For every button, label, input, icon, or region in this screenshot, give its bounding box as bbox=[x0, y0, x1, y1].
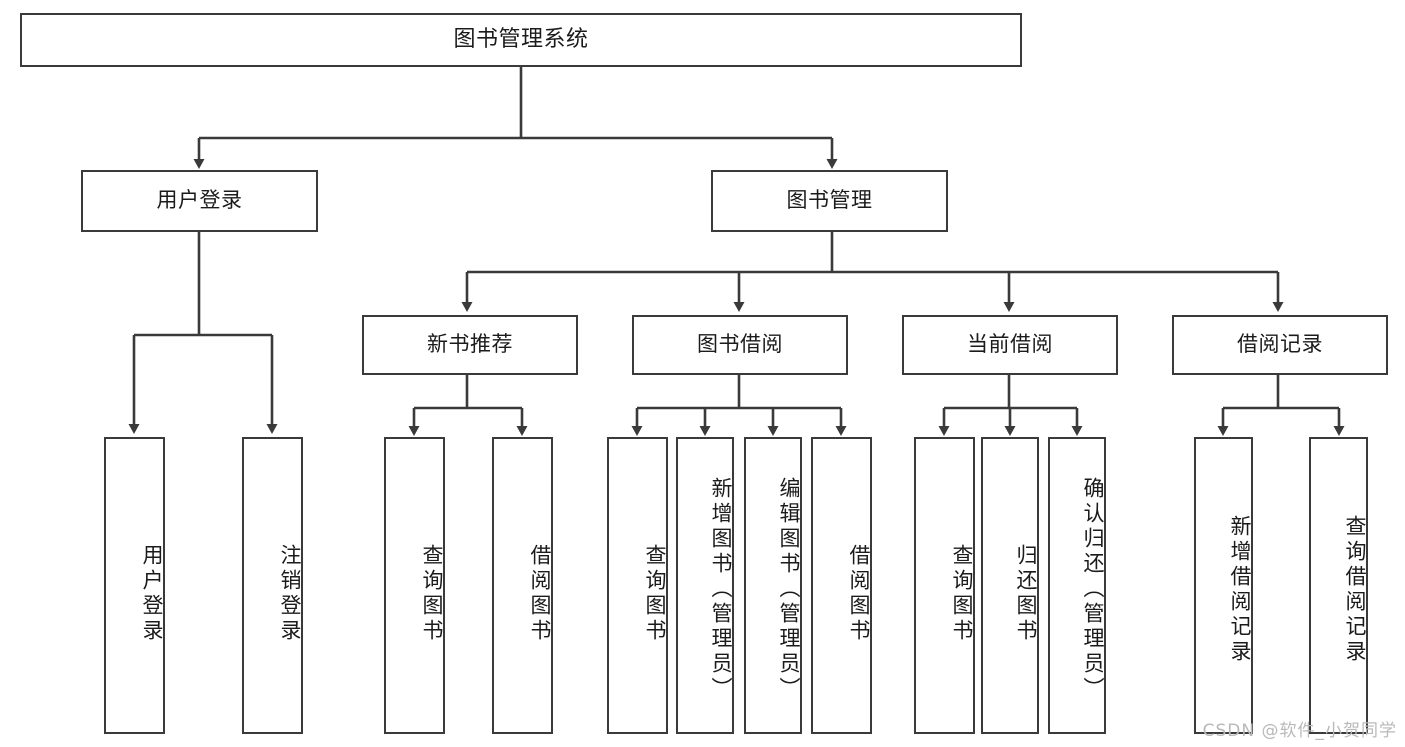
leaf-new-book-query-book[interactable]: 查询图书 bbox=[384, 437, 445, 734]
leaf-current-borrow-confirm-return-admin[interactable]: 确认归还（管理员） bbox=[1048, 437, 1106, 734]
node-current-borrow[interactable]: 当前借阅 bbox=[902, 315, 1118, 375]
node-user-login[interactable]: 用户登录 bbox=[81, 170, 318, 232]
leaf-user-login-logout[interactable]: 注销登录 bbox=[242, 437, 303, 734]
leaf-book-borrow-edit-book-admin[interactable]: 编辑图书（管理员） bbox=[744, 437, 802, 734]
node-borrow-record[interactable]: 借阅记录 bbox=[1172, 315, 1388, 375]
leaf-book-borrow-borrow-book[interactable]: 借阅图书 bbox=[811, 437, 872, 734]
node-book-management[interactable]: 图书管理 bbox=[711, 170, 948, 232]
leaf-borrow-record-query-record[interactable]: 查询借阅记录 bbox=[1309, 437, 1368, 734]
node-book-borrow[interactable]: 图书借阅 bbox=[632, 315, 848, 375]
node-root-book-management-system[interactable]: 图书管理系统 bbox=[20, 13, 1022, 67]
leaf-borrow-record-add-record[interactable]: 新增借阅记录 bbox=[1194, 437, 1253, 734]
leaf-user-login-login[interactable]: 用户登录 bbox=[104, 437, 165, 734]
leaf-book-borrow-query-book[interactable]: 查询图书 bbox=[607, 437, 668, 734]
node-new-book-recommend[interactable]: 新书推荐 bbox=[362, 315, 578, 375]
leaf-book-borrow-add-book-admin[interactable]: 新增图书（管理员） bbox=[676, 437, 734, 734]
leaf-new-book-borrow-book[interactable]: 借阅图书 bbox=[492, 437, 553, 734]
watermark-text: CSDN @软件_小贺同学 bbox=[1202, 721, 1397, 741]
leaf-current-borrow-return-book[interactable]: 归还图书 bbox=[981, 437, 1039, 734]
leaf-current-borrow-query-book[interactable]: 查询图书 bbox=[914, 437, 975, 734]
